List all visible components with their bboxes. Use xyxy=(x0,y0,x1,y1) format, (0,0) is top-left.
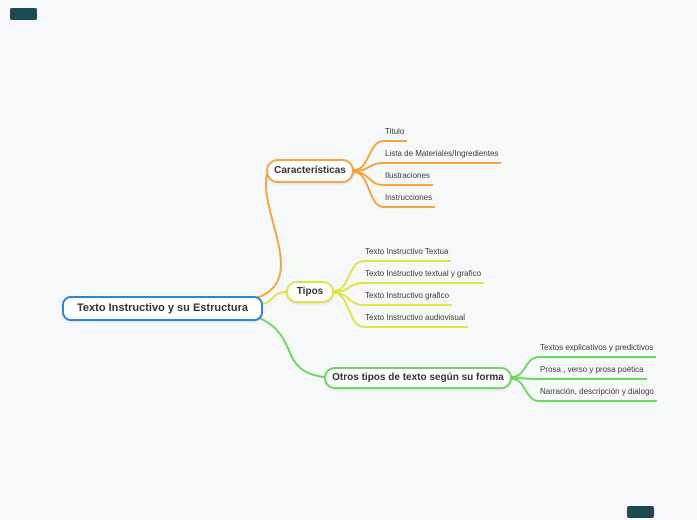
connector-tipos-textual-grafico xyxy=(333,282,365,293)
topic-texto-textual-grafico[interactable]: Texto Instructivo textual y grafico xyxy=(364,268,485,284)
topic-texto-audiovisual[interactable]: Texto Instructivo audiovisual xyxy=(364,312,469,328)
watermark-bottom-right xyxy=(627,506,654,518)
branch-node-caracteristicas[interactable]: Características xyxy=(266,159,354,183)
topic-titulo[interactable]: Titulo xyxy=(384,126,408,142)
topic-texto-grafico[interactable]: Texto Instructivo grafico xyxy=(364,290,453,306)
topic-textos-explicativos[interactable]: Textos explicativos y predictivos xyxy=(539,342,657,358)
branch-node-tipos[interactable]: Tipos xyxy=(286,281,334,303)
topic-instrucciones[interactable]: Instrucciones xyxy=(384,192,436,208)
watermark-top-left xyxy=(10,8,37,20)
connector-otros-prosa xyxy=(511,377,540,380)
connector-otros-narracion xyxy=(511,378,540,402)
connector-caracteristicas-lista xyxy=(353,162,385,172)
connector-root-to-otros xyxy=(253,315,325,378)
connector-caracteristicas-titulo xyxy=(353,140,385,171)
root-node[interactable]: Texto Instructivo y su Estructura xyxy=(62,296,263,321)
topic-ilustraciones[interactable]: Ilustraciones xyxy=(384,170,433,186)
branch-node-otros[interactable]: Otros tipos de texto según su forma xyxy=(324,367,512,389)
topic-prosa-verso[interactable]: Prosa , verso y prosa poética xyxy=(539,364,647,380)
connector-caracteristicas-instrucciones xyxy=(353,171,385,208)
topic-texto-textual[interactable]: Texto Instructivo Textua xyxy=(364,246,452,262)
connector-tipos-textua xyxy=(333,260,365,292)
connector-root-to-tipos xyxy=(262,291,287,305)
connector-otros-explicativos xyxy=(511,356,540,378)
topic-narracion-descripcion[interactable]: Narración, descripción y dialogo xyxy=(539,386,657,402)
connector-root-to-caracteristicas xyxy=(252,173,282,300)
connector-tipos-audiovisual xyxy=(333,292,365,328)
topic-lista-materiales[interactable]: Lista de Materiales/Ingredientes xyxy=(384,148,502,164)
